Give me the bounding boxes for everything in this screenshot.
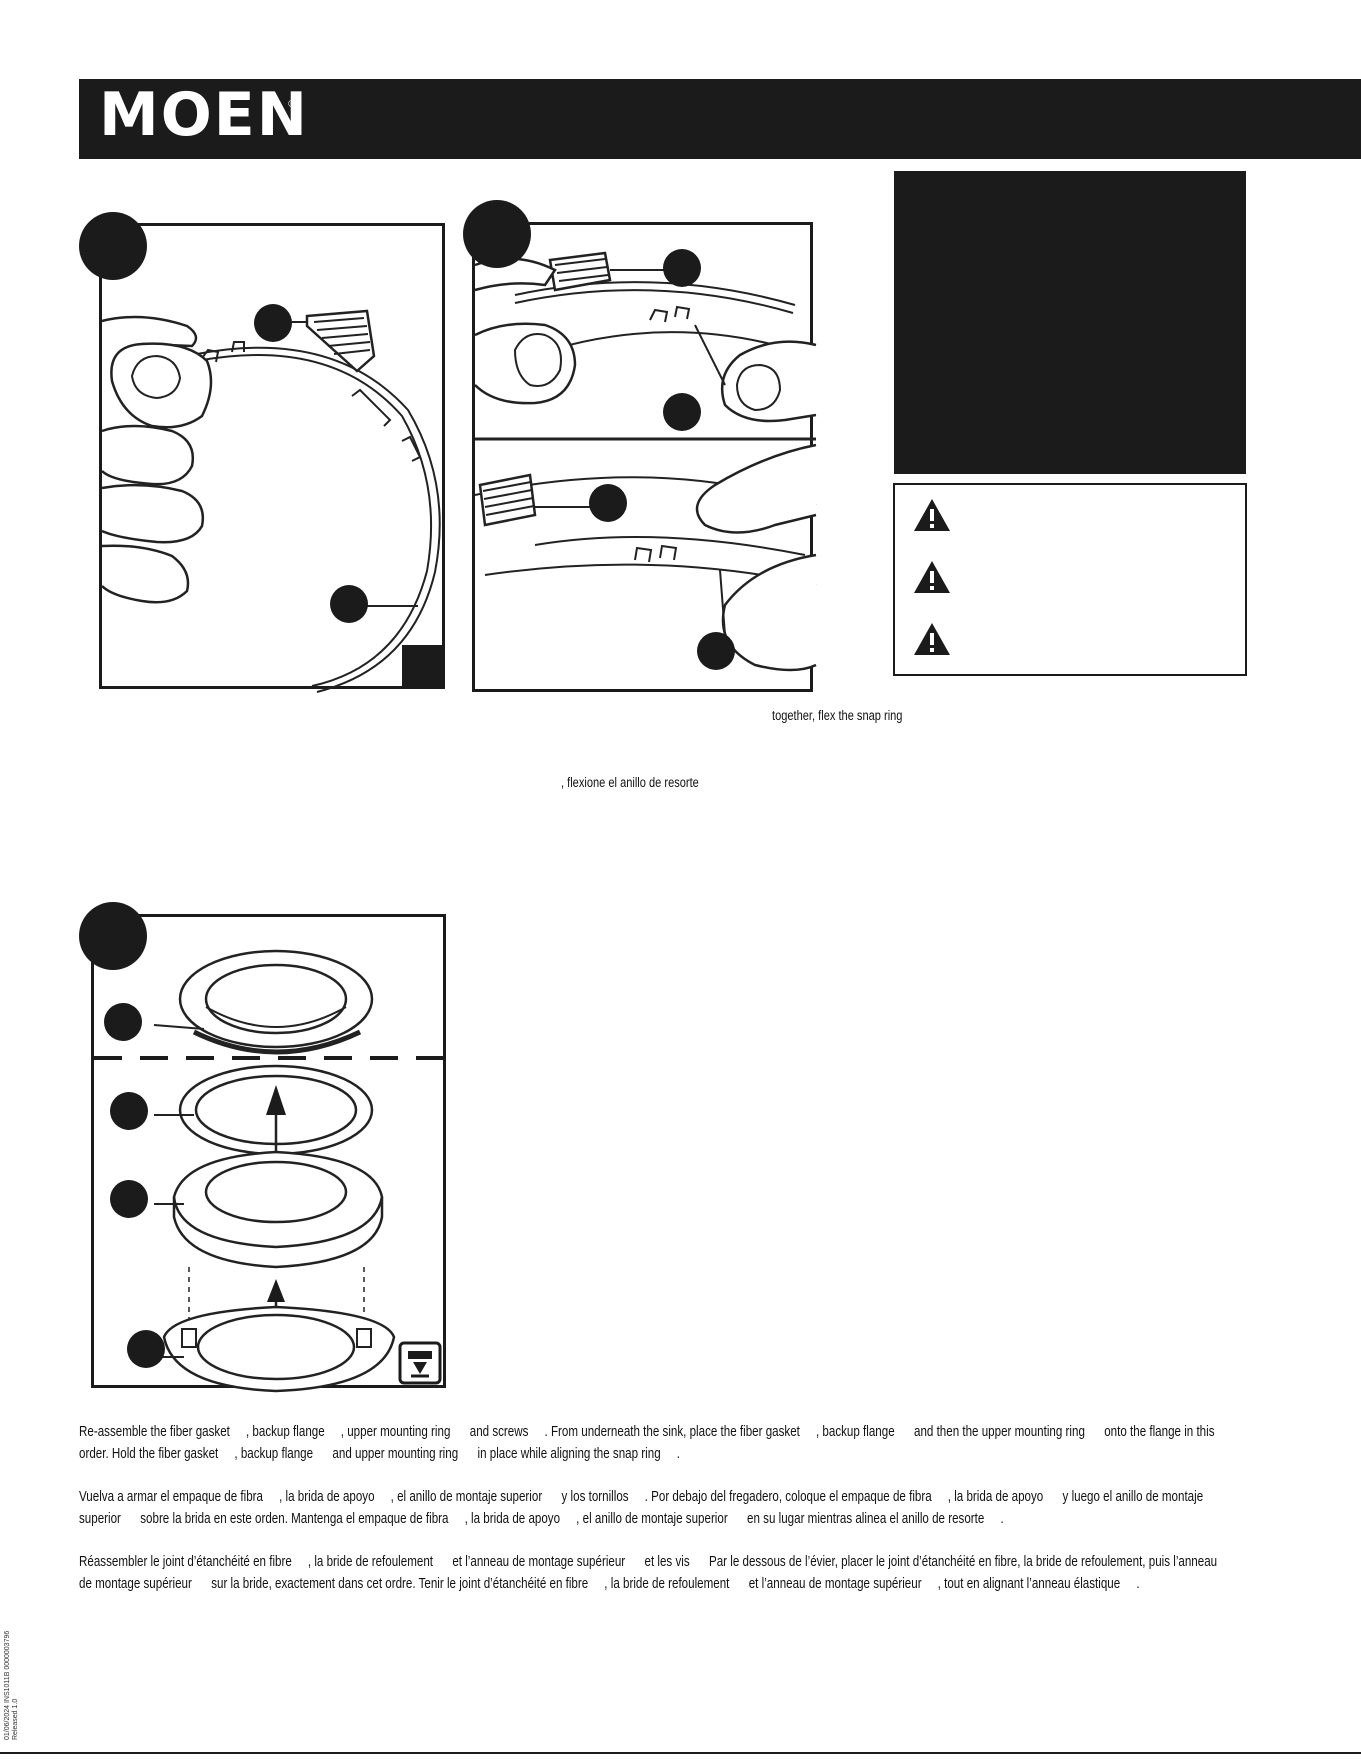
step-2-caption-es: , flexione el anillo de resorte (561, 775, 699, 790)
step-2-illustration-panel (472, 222, 817, 692)
instructions-fr: Réassembler le joint d’étanchéité en fib… (79, 1551, 1279, 1595)
step-3-number-badge (79, 902, 147, 970)
snap-ring-hand-illustration (101, 309, 441, 693)
callout-sink-flange-step3 (104, 1003, 142, 1041)
bottom-rule (0, 1752, 1361, 1754)
callout-grip-tab-step1 (254, 304, 292, 342)
step-2-caption-en: together, flex the snap ring (772, 708, 903, 723)
callout-snap-ring-step1 (330, 585, 368, 623)
document-id-line-2: Released 1.0 (12, 1698, 19, 1740)
warning-icon (914, 499, 950, 531)
disposal-unit-icon (398, 1341, 442, 1385)
document-id: 01/06/2024 INS1011B 0000003796 Released … (4, 1631, 20, 1740)
instructions-fr-line-1: Réassembler le joint d’étanchéité en fib… (79, 1554, 1218, 1570)
instructions-en-line-2: order. Hold the fiber gasket , backup fl… (79, 1446, 680, 1462)
header-bar: MOEN ® (79, 79, 1361, 159)
step-1-number-badge (79, 212, 147, 280)
snap-ring-flex-illustration (474, 251, 817, 672)
callout-snap-ring-step2a (663, 393, 701, 431)
callout-fiber-gasket-step3 (110, 1092, 148, 1130)
callout-grip-tab-step2b (589, 484, 627, 522)
instructions-en-line-1: Re-assemble the fiber gasket , backup fl… (79, 1424, 1215, 1440)
flange-assembly-exploded-illustration (94, 949, 449, 1393)
callout-grip-tab-step2a (663, 249, 701, 287)
step-2-number-badge (463, 200, 531, 268)
callout-upper-mounting-ring-step3 (127, 1330, 165, 1368)
disposal-mode-marker (402, 645, 442, 687)
instructions-fr-line-2: de montage supérieur sur la bride, exact… (79, 1576, 1140, 1592)
callout-backup-flange-step3 (110, 1180, 148, 1218)
registered-mark: ® (287, 99, 297, 110)
warning-icon (914, 561, 950, 593)
brand-logo: MOEN (99, 80, 309, 150)
step-1-illustration-panel (99, 223, 445, 693)
instructions-es-line-1: Vuelva a armar el empaque de fibra , la … (79, 1489, 1204, 1505)
warning-box (893, 483, 1247, 676)
document-id-line-1: 01/06/2024 INS1011B 0000003796 (4, 1630, 11, 1740)
instructions-es-line-2: superior sobre la brida en este orden. M… (79, 1511, 1004, 1527)
step-3-illustration-panel (91, 914, 449, 1393)
instructions-en: Re-assemble the fiber gasket , backup fl… (79, 1421, 1279, 1465)
warning-icon (914, 623, 950, 655)
info-box-dark (894, 171, 1246, 474)
callout-snap-ring-step2b (697, 632, 735, 670)
instructions-es: Vuelva a armar el empaque de fibra , la … (79, 1486, 1279, 1530)
